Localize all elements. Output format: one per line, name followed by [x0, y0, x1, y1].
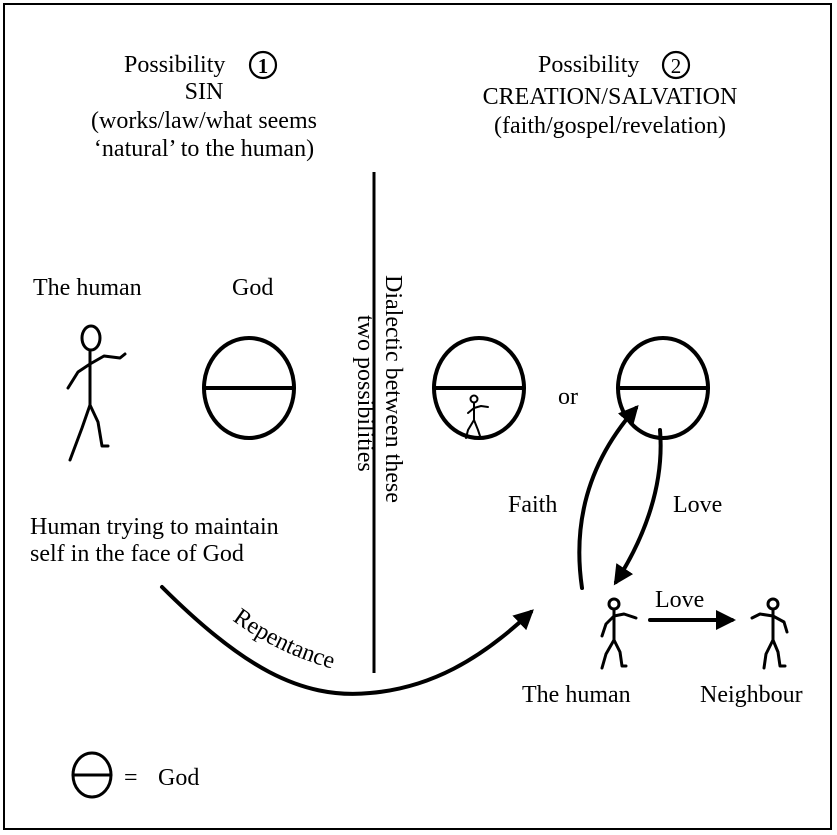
left-god-ellipse	[202, 336, 296, 440]
repentance-arrow	[160, 585, 534, 696]
left-caption-line2: self in the face of God	[30, 541, 244, 567]
possibility1-title: SIN	[184, 79, 224, 105]
right-human-label: The human	[522, 682, 631, 708]
or-label: or	[558, 384, 578, 410]
faith-label: Faith	[508, 492, 558, 518]
right-human-figure	[600, 597, 638, 670]
repentance-label: Repentance	[229, 604, 338, 675]
left-god-label: God	[232, 275, 274, 301]
neighbour-figure	[750, 597, 789, 670]
legend-god-icon	[71, 751, 113, 799]
number-2-badge: 2	[661, 50, 691, 80]
legend-god-label: God	[158, 765, 200, 791]
god-with-human-ellipse	[432, 336, 526, 440]
possibility1-desc-line2: ‘natural’ to the human)	[93, 136, 315, 162]
svg-text:Dialectic between these: Dialectic between these	[380, 275, 406, 503]
love-down-label: Love	[673, 492, 723, 518]
number-1-badge: 1	[248, 50, 278, 80]
left-human-label: The human	[33, 275, 142, 301]
neighbour-label: Neighbour	[700, 682, 803, 708]
divider-text: Dialectic between these two possibilitie…	[352, 275, 406, 503]
love-down-arrow	[613, 428, 663, 586]
svg-text:two possibilities: two possibilities	[352, 315, 378, 472]
right-god-ellipse	[616, 336, 710, 440]
legend-equals: =	[124, 765, 138, 791]
svg-text:1: 1	[258, 54, 269, 78]
possibility2-heading: Possibility	[538, 52, 640, 78]
love-across-label: Love	[655, 587, 705, 613]
possibility1-heading: Possibility	[124, 52, 226, 78]
possibility2-desc-line1: (faith/gospel/revelation)	[494, 113, 726, 139]
svg-text:2: 2	[671, 54, 682, 78]
left-caption-line1: Human trying to maintain	[30, 514, 279, 540]
faith-arrow	[577, 405, 639, 590]
diagram-frame	[3, 3, 832, 830]
left-human-figure	[66, 324, 127, 462]
possibility2-title: CREATION/SALVATION	[482, 84, 738, 110]
possibility1-desc-line1: (works/law/what seems	[91, 108, 317, 134]
